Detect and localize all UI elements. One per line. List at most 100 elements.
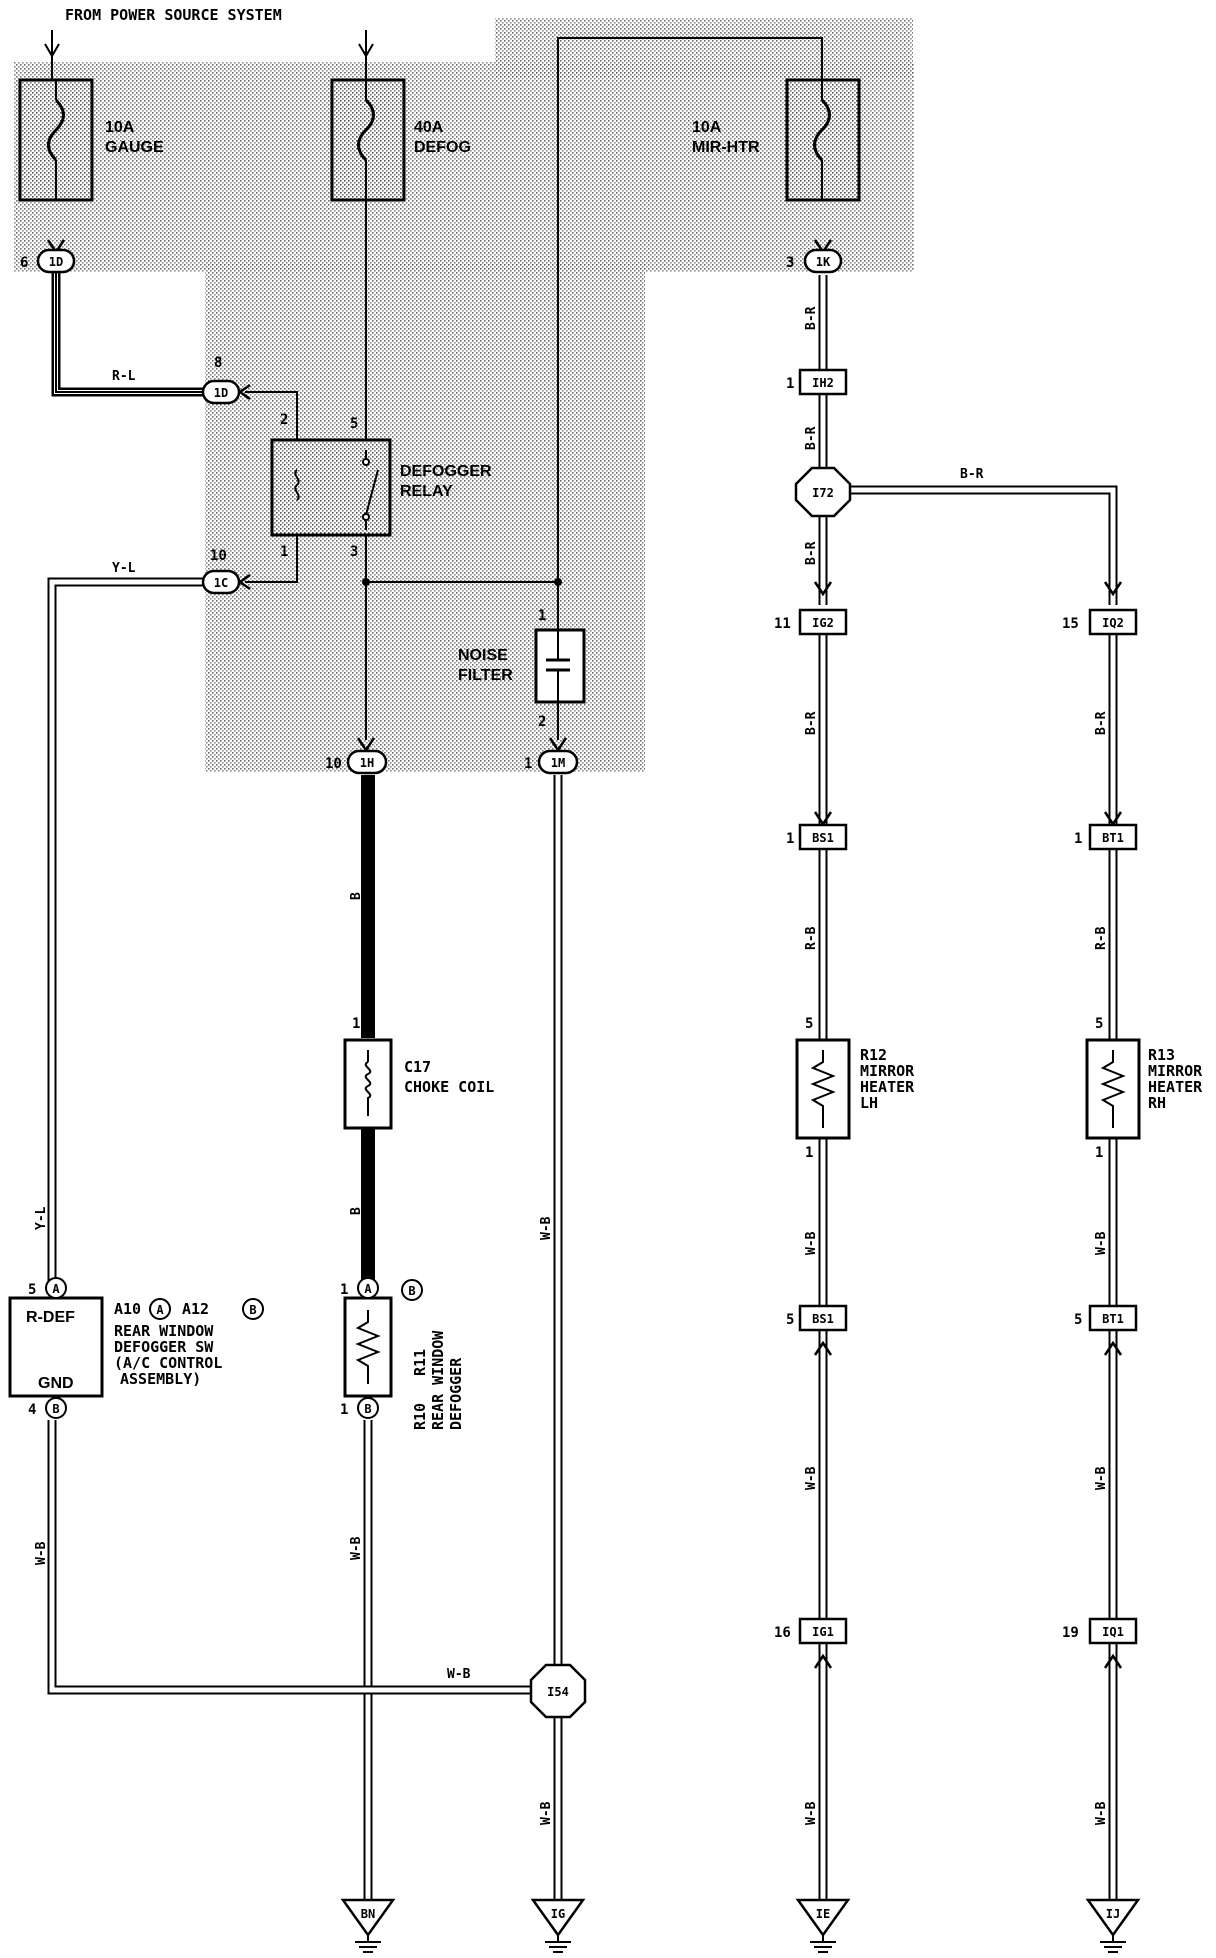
defogger-ref-conn-b: B bbox=[408, 1284, 415, 1298]
switch-conn-top: A bbox=[52, 1282, 60, 1296]
junction-i54: I54 bbox=[529, 1663, 587, 1719]
switch-conn-bottom: B bbox=[52, 1402, 59, 1416]
fuse-defog-amp: 40A bbox=[414, 119, 444, 136]
noise-filter-pin-1: 1 bbox=[538, 608, 546, 624]
mirror-rh-pin-top: 5 bbox=[1095, 1016, 1103, 1032]
connector-pin: 1 bbox=[786, 376, 794, 392]
mirror-lh-ref: R12 bbox=[860, 1046, 887, 1064]
wire-label-b-r-4: B-R bbox=[804, 711, 819, 735]
relay-pin-5: 5 bbox=[350, 416, 358, 432]
wires bbox=[47, 270, 1118, 1900]
defogger-pin-top: 1 bbox=[340, 1282, 348, 1298]
connector-iq2: IQ2 15 bbox=[1062, 608, 1138, 636]
wire-label-w-b-v6: W-B bbox=[1094, 1231, 1109, 1255]
connector-1d-6: 1D 6 bbox=[20, 248, 76, 274]
connector-pin: 5 bbox=[786, 1312, 794, 1328]
noise-filter-pin-2: 2 bbox=[538, 714, 546, 730]
mirror-lh-line2: HEATER bbox=[860, 1078, 915, 1096]
choke-coil-ref: C17 bbox=[404, 1058, 431, 1076]
choke-coil-name: CHOKE COIL bbox=[404, 1078, 494, 1096]
wire-label-b-r-5: B-R bbox=[1094, 711, 1109, 735]
switch-ref2: A12 bbox=[182, 1300, 209, 1318]
mirror-rh-pin-bottom: 1 bbox=[1095, 1145, 1103, 1161]
defogger-conn-a: A bbox=[364, 1282, 372, 1296]
connector-bt1-1: BT1 1 bbox=[1074, 823, 1138, 851]
rear-window-defogger-switch: R-DEF GND A B 5 4 A10 A A12 B REAR WINDO… bbox=[8, 1277, 264, 1419]
relay-label-1: DEFOGGER bbox=[400, 463, 492, 480]
wire-label-w-b-h: W-B bbox=[447, 1667, 471, 1682]
mirror-rh-line2: HEATER bbox=[1148, 1078, 1203, 1096]
connector-1h-10: 1H 10 bbox=[325, 749, 388, 775]
mirror-lh-pin-top: 5 bbox=[805, 1016, 813, 1032]
switch-term-top: R-DEF bbox=[26, 1309, 75, 1326]
wire-label-y-l: Y-L bbox=[112, 561, 136, 576]
diagram-title: FROM POWER SOURCE SYSTEM bbox=[65, 6, 282, 24]
ground-id: BN bbox=[361, 1907, 375, 1921]
wire-label-w-b-v3: W-B bbox=[539, 1216, 554, 1240]
defogger-line1: REAR WINDOW bbox=[429, 1330, 447, 1430]
switch-ref-conn-a: A bbox=[156, 1303, 164, 1317]
ground-id: IJ bbox=[1106, 1907, 1120, 1921]
coil-icon bbox=[364, 1050, 372, 1116]
mirror-rh-line1: MIRROR bbox=[1148, 1062, 1203, 1080]
connector-1k-3: 1K 3 bbox=[786, 248, 843, 274]
connector-id: BT1 bbox=[1102, 831, 1124, 845]
connector-1m-1: 1M 1 bbox=[524, 749, 579, 775]
connector-ig2: IG2 11 bbox=[774, 608, 848, 636]
fuse-mir-htr-amp: 10A bbox=[692, 119, 722, 136]
wire-label-w-b-v1: W-B bbox=[34, 1541, 49, 1565]
mirror-heater-rh: 5 1 R13 MIRROR HEATER RH bbox=[1085, 1016, 1203, 1161]
wire-label-w-b-v2: W-B bbox=[349, 1536, 364, 1560]
defogger-ref2: R11 bbox=[411, 1349, 429, 1376]
wire-label-b-r-h: B-R bbox=[960, 467, 984, 482]
connector-id: IH2 bbox=[812, 376, 834, 390]
oval-connectors: 1D 6 1D 8 1C 10 1H 10 1M 1 1K 3 bbox=[20, 248, 843, 775]
choke-coil-pin: 1 bbox=[352, 1016, 360, 1032]
connector-pin: 5 bbox=[1074, 1312, 1082, 1328]
connector-pin: 3 bbox=[786, 255, 794, 271]
junction-id: I54 bbox=[547, 1685, 569, 1699]
switch-pin-bottom: 4 bbox=[28, 1402, 36, 1418]
wire-label-b-r-2: B-R bbox=[804, 426, 819, 450]
relay-label-2: RELAY bbox=[400, 483, 453, 500]
connector-id: IQ2 bbox=[1102, 616, 1124, 630]
mirror-lh-line1: MIRROR bbox=[860, 1062, 915, 1080]
ground-ig: IG bbox=[530, 1898, 586, 1953]
connector-id: IG2 bbox=[812, 616, 834, 630]
connector-pin: 1 bbox=[786, 831, 794, 847]
connector-id: 1M bbox=[551, 756, 565, 770]
switch-line2: DEFOGGER SW bbox=[114, 1338, 214, 1356]
wire-label-w-b-v7: W-B bbox=[804, 1466, 819, 1490]
relay-wiring bbox=[245, 200, 562, 740]
connector-bs1-1: BS1 1 bbox=[786, 823, 848, 851]
wire-label-b-2: B bbox=[349, 1207, 364, 1215]
wire-label-y-l-v: Y-L bbox=[34, 1206, 49, 1230]
rear-window-defogger: A B 1 1 R10 R11 REAR WINDOW DEFOGGER B bbox=[340, 1277, 465, 1430]
wire-label-w-b-v4: W-B bbox=[539, 1801, 554, 1825]
connector-pin: 11 bbox=[774, 616, 791, 632]
defogger-pin-bottom: 1 bbox=[340, 1402, 348, 1418]
connector-id: BT1 bbox=[1102, 1312, 1124, 1326]
connector-id: BS1 bbox=[812, 1312, 834, 1326]
resistor-icon bbox=[810, 1050, 836, 1128]
connector-pin: 16 bbox=[774, 1625, 791, 1641]
ground-icon bbox=[340, 1898, 396, 1938]
connector-pin: 1 bbox=[524, 756, 532, 772]
fuse-icon bbox=[813, 98, 831, 162]
ground-icon bbox=[795, 1898, 851, 1938]
connector-id: IG1 bbox=[812, 1625, 834, 1639]
ground-id: IE bbox=[816, 1907, 830, 1921]
ground-ie: IE bbox=[795, 1898, 851, 1953]
wire-label-b-r-3: B-R bbox=[804, 541, 819, 565]
ground-id: IG bbox=[551, 1907, 565, 1921]
connector-id: 1K bbox=[816, 255, 831, 269]
wire-label-r-l: R-L bbox=[112, 369, 136, 384]
mirror-lh-pin-bottom: 1 bbox=[805, 1145, 813, 1161]
wire-label-w-b-v8: W-B bbox=[1094, 1466, 1109, 1490]
defogger-ref: R10 bbox=[411, 1403, 429, 1430]
power-source-arrows bbox=[44, 30, 374, 80]
resistor-icon bbox=[355, 1310, 381, 1384]
defogger-line2: DEFOGGER bbox=[447, 1357, 465, 1430]
ground-ij: IJ bbox=[1085, 1898, 1141, 1953]
noise-filter: NOISE FILTER 1 2 bbox=[458, 608, 586, 730]
